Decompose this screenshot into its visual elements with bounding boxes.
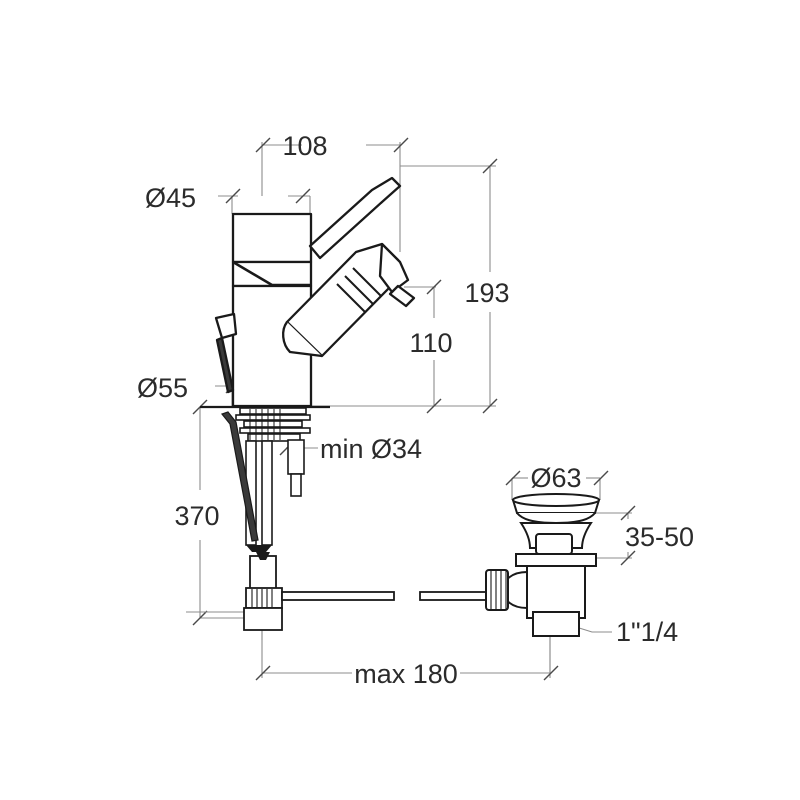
ball-rod-nut — [485, 569, 509, 611]
spout-aerator — [388, 284, 416, 308]
dim-label-d55: Ø55 — [137, 373, 188, 403]
rod-top-break — [256, 552, 270, 560]
spout-rear-radius — [282, 321, 323, 358]
pop-up-knob — [214, 312, 238, 340]
waste-assembly-group — [485, 493, 601, 637]
supply-tube-break-upper — [246, 545, 272, 552]
tick-d45-right — [295, 188, 311, 204]
waste-outlet-tailpiece — [532, 611, 580, 637]
tick-193-bottom — [482, 398, 498, 414]
supply-tube-right — [261, 440, 273, 546]
lever-handle — [308, 176, 402, 260]
dim-label-370: 370 — [174, 501, 219, 531]
waste-body — [526, 565, 586, 619]
lift-rod-assembly — [243, 552, 531, 631]
fixing-hatch — [249, 409, 281, 440]
fixing-washer-1 — [239, 407, 307, 415]
dim-label-35-50: 35-50 — [625, 522, 694, 552]
waste-flange-top — [512, 493, 600, 507]
draw-bolt-shank — [290, 473, 302, 497]
waste-flange-underside — [516, 512, 596, 525]
tick-d63-left — [505, 470, 521, 486]
dim-label-thread: 1"1/4 — [616, 617, 678, 647]
under-counter-assembly — [200, 405, 330, 566]
tick-110-top — [426, 279, 442, 295]
rod-nut-knurl — [251, 589, 273, 607]
draw-bolt — [287, 439, 305, 475]
tick-108-left — [255, 137, 271, 153]
dim-label-108: 108 — [282, 131, 327, 161]
tick-193-top — [482, 158, 498, 174]
dim-label-max-180: max 180 — [354, 659, 458, 689]
tick-d63-right — [593, 470, 609, 486]
tick-370-bottom — [192, 610, 208, 626]
dimension-text-group: 108 193 110 Ø45 Ø55 370 min Ø34 max 180 … — [137, 131, 694, 689]
dim-label-min-d34: min Ø34 — [320, 434, 422, 464]
dim-label-d45: Ø45 — [145, 183, 196, 213]
rod-knurled-nut — [245, 587, 283, 609]
mixer-outline-group — [214, 176, 416, 408]
mixer-shoulder — [231, 260, 313, 288]
tick-108-right — [393, 137, 409, 153]
rod-hex-nut — [243, 607, 283, 631]
fixing-nut-1 — [243, 420, 303, 428]
ball-rod-nut-knurl — [490, 571, 507, 609]
fixing-washer-3 — [239, 427, 311, 434]
waste-body-flange — [515, 553, 597, 567]
tick-3550-bottom — [620, 550, 636, 566]
rod-clevis — [249, 555, 277, 593]
tick-3550-top — [620, 505, 636, 521]
fixing-washer-2 — [235, 414, 311, 421]
tick-110-bottom — [426, 398, 442, 414]
pop-up-rod-lower — [220, 411, 259, 542]
mixer-cap — [231, 212, 313, 264]
waste-plug-seat — [535, 533, 573, 555]
tick-180-left — [255, 665, 271, 681]
spout-tip — [378, 242, 410, 294]
dim-label-193: 193 — [464, 278, 509, 308]
pop-up-rod-upper — [215, 336, 235, 394]
tick-180-right — [543, 665, 559, 681]
tick-d45-left — [225, 188, 241, 204]
dim-label-d63: Ø63 — [530, 463, 581, 493]
dim-label-110: 110 — [409, 328, 452, 358]
lever-handle-edge — [319, 201, 383, 259]
pull-rod-left — [281, 591, 395, 601]
spout-collar-rings — [336, 267, 382, 313]
